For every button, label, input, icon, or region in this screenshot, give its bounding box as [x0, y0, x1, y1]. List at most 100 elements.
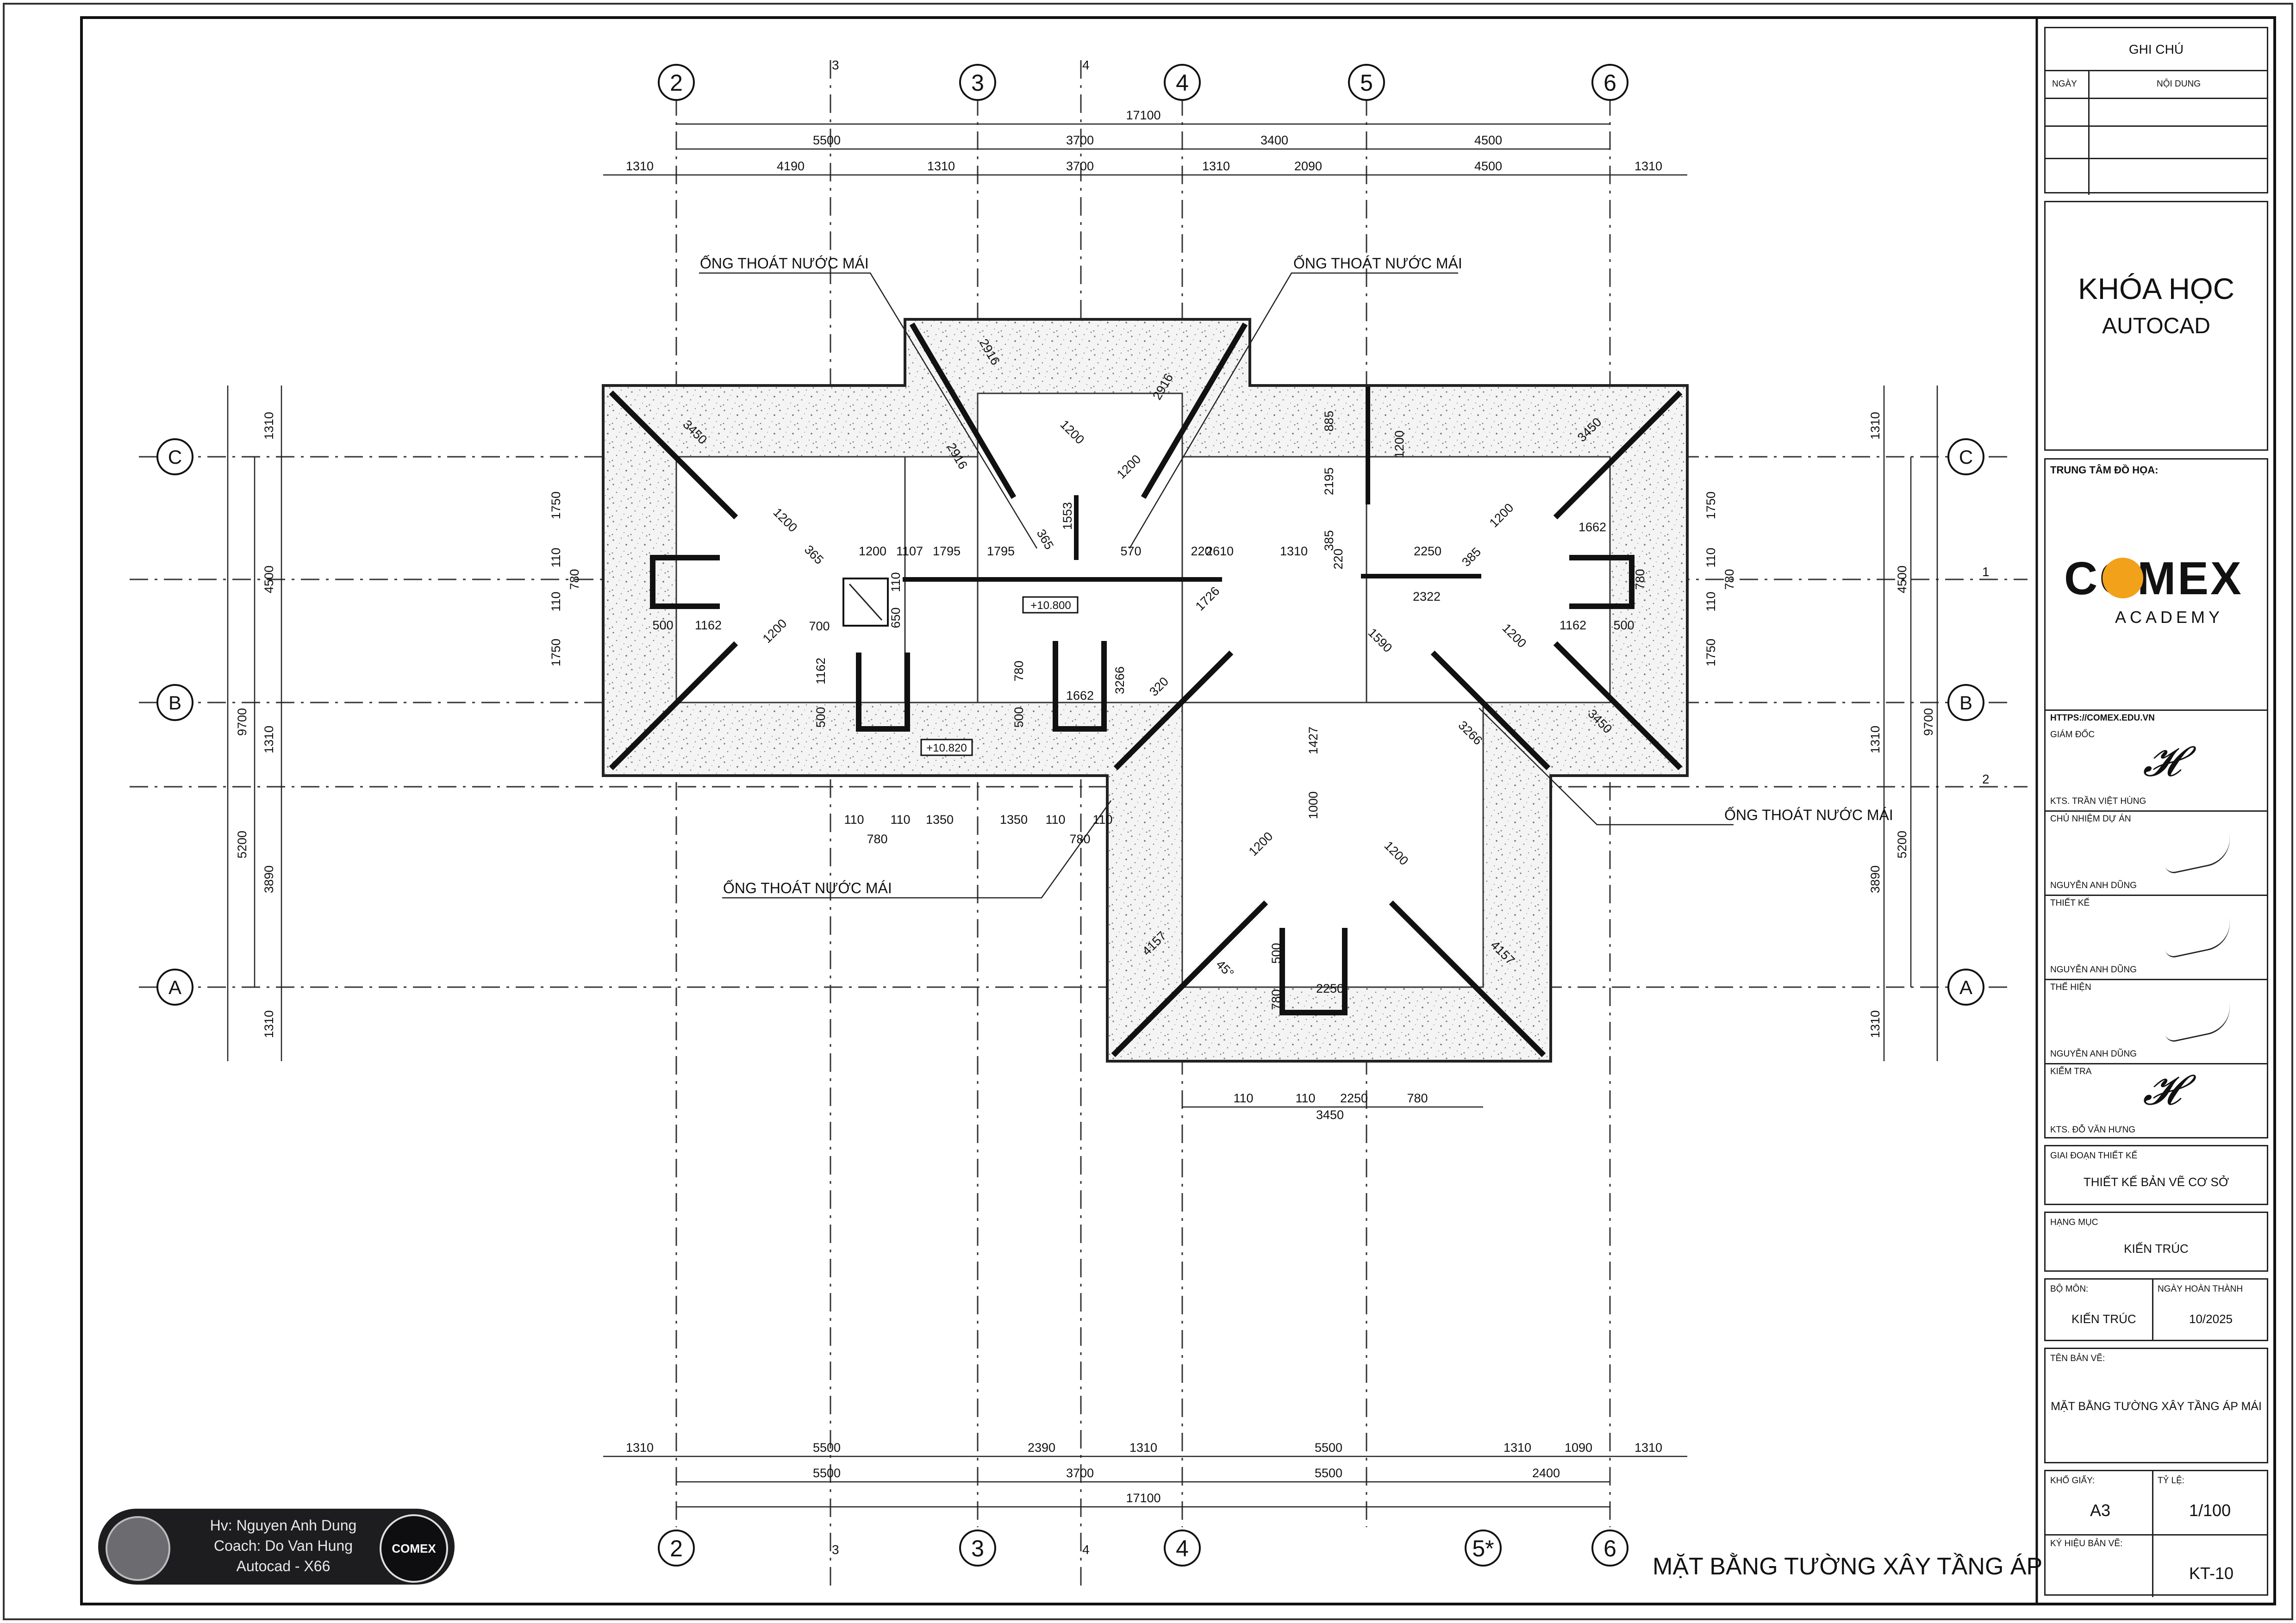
dim-i-1795b: 570	[1120, 544, 1141, 558]
badge-logo: COMEX	[380, 1514, 448, 1583]
dim-top-r1-2: 3400	[1260, 133, 1288, 147]
axis-bottom-2: 2	[670, 1536, 683, 1561]
dim-i-1200: 1200	[859, 544, 886, 558]
note-drain-pipe-1: ỐNG THOÁT NƯỚC MÁI	[700, 255, 869, 272]
dim-i-700: 700	[809, 619, 830, 633]
scale-value: 1/100	[2189, 1501, 2231, 1520]
sheet-outer-border	[3, 3, 2293, 1620]
grid-bubbles-top	[658, 64, 1628, 101]
director-signature: 𝓗	[2143, 737, 2181, 786]
dim-left-1750a: 1750	[549, 491, 563, 519]
dim-i-2322: 2322	[1413, 590, 1441, 603]
dim-b-780: 3450	[1316, 1108, 1344, 1122]
drawing-title: MẶT BẰNG TƯỜNG XÂY TẦNG ÁP MÁI	[1653, 1553, 2091, 1580]
dim-i-220b: 2610	[1206, 544, 1234, 558]
dim-i-1162v3: 500	[1269, 943, 1283, 964]
dim-i-1162: 1162	[695, 618, 722, 632]
dim-i-780b: 780	[867, 832, 887, 846]
dim-b-2250a: 110	[1233, 1091, 1253, 1105]
dim-right-1310b: 1310	[1868, 1010, 1882, 1038]
axis-bottom-4: 4	[1176, 1536, 1189, 1561]
dim-i-1522: 1553	[1061, 502, 1074, 530]
axis-top-2: 2	[670, 70, 683, 96]
dim-left-1310a: 1310	[262, 412, 276, 440]
sheet-info-box: KHỔ GIẤY: A3 TỶ LỆ: 1/100 KÝ HIỆU BẢN VẼ…	[2044, 1470, 2268, 1597]
drafter-signature	[2157, 982, 2235, 1044]
axis-left-b: B	[168, 692, 181, 714]
drawing-name-box: TÊN BẢN VẼ: MẶT BẰNG TƯỜNG XÂY TẦNG ÁP M…	[2044, 1348, 2268, 1463]
section-mark-1: 1	[1982, 565, 1990, 579]
paper-label: KHỔ GIẤY:	[2050, 1476, 2095, 1486]
note-drain-pipe-4: ỐNG THOÁT NƯỚC MÁI	[723, 880, 892, 896]
grid-lines	[130, 60, 2028, 1592]
dim-i-1162v: 1162	[814, 658, 828, 684]
dim-right-110b: 110	[1704, 591, 1718, 611]
code-label: KÝ HIỆU BẢN VẼ:	[2050, 1539, 2123, 1548]
dim-bot-r1-2: 2390	[1028, 1441, 1055, 1455]
dim-i-110b: 110	[890, 813, 910, 827]
dim-bot-r1-1: 5500	[813, 1441, 841, 1455]
dim-right-1750b: 1750	[1704, 639, 1718, 666]
note-drain-pipe-2: ỐNG THOÁT NƯỚC MÁI	[1293, 255, 1462, 272]
avatar	[106, 1516, 170, 1581]
dim-right-5200: 5200	[1895, 831, 1909, 858]
dim-top-total: 17100	[1126, 108, 1160, 122]
dim-top-r2-2: 1310	[927, 159, 955, 173]
dim-i-1200v: 385	[1322, 530, 1336, 551]
dim-top-r2-7: 1310	[1635, 159, 1662, 173]
parapets	[650, 555, 1635, 1015]
dim-right-110a: 110	[1704, 547, 1718, 567]
dim-b-110a: 110	[1295, 1091, 1315, 1105]
dim-i-220: 1107	[896, 544, 923, 558]
dept-value: KIẾN TRÚC	[2071, 1312, 2136, 1326]
dim-i-2610: 1310	[1280, 544, 1308, 558]
dim-left-110a: 110	[549, 547, 563, 567]
dim-top-r1-1: 3700	[1066, 133, 1094, 147]
badge-line3: Autocad - X66	[236, 1558, 331, 1574]
drawing-name-value: MẶT BẰNG TƯỜNG XÂY TẦNG ÁP MÁI	[2051, 1400, 2262, 1413]
axis-bottom-6: 6	[1603, 1536, 1616, 1561]
pm-signature	[2157, 814, 2235, 875]
axis-top-4: 4	[1176, 70, 1189, 96]
notes-header: GHI CHÚ	[2128, 42, 2184, 56]
dim-i-570: 220	[1191, 544, 1211, 558]
notes-box: GHI CHÚ NGÀY NỘI DUNG	[2044, 27, 2268, 195]
dim-bot-total: 17100	[1126, 1491, 1160, 1505]
axis-top-5: 5	[1360, 70, 1373, 96]
axis-left-c: C	[168, 446, 182, 468]
section-mark-3-bottom: 3	[832, 1542, 839, 1557]
dim-i-110d: 110	[1092, 813, 1112, 827]
axis-top-3: 3	[971, 70, 984, 96]
dim-i-2195: 1200	[1392, 430, 1406, 458]
drafter-name: NGUYỄN ANH DŨNG	[2050, 1049, 2137, 1059]
stage-label: GIAI ĐOẠN THIẾT KẾ	[2050, 1151, 2138, 1161]
dim-i-110v: 110	[889, 572, 903, 592]
dim-bot-r1-4: 5500	[1315, 1441, 1342, 1455]
design-label: THIẾT KẾ	[2050, 898, 2090, 908]
dim-right-1750a: 1750	[1704, 491, 1718, 519]
axis-right-a: A	[1959, 976, 1972, 998]
dim-bot-r2-0: 5500	[813, 1466, 841, 1480]
brand-dot-icon	[2103, 558, 2143, 598]
brand-sub: ACADEMY	[2115, 608, 2224, 627]
dim-i-1350b: 1350	[1000, 813, 1028, 827]
dim-left-9700: 9700	[235, 708, 249, 736]
url: HTTPS://COMEX.EDU.VN	[2050, 713, 2155, 723]
course-line1: KHÓA HỌC	[2078, 272, 2234, 305]
dim-left-1310c: 1310	[262, 726, 276, 753]
section-mark-3-top: 3	[832, 58, 839, 72]
note-drain-pipe-3: ỐNG THOÁT NƯỚC MÁI	[1724, 807, 1893, 823]
section-mark-2: 2	[1982, 772, 1990, 786]
drafter-label: THỂ HIỆN	[2050, 983, 2091, 992]
dim-i-1662v: 3266	[1113, 666, 1127, 694]
dim-i-780d: 2250	[1316, 982, 1344, 995]
axis-right-b: B	[1959, 692, 1972, 714]
axis-bottom-3: 3	[971, 1536, 984, 1561]
dim-b-2250b: 780	[1407, 1091, 1428, 1105]
dim-right-3890: 3890	[1868, 865, 1882, 893]
brand-logo: COMEX	[2064, 553, 2243, 604]
dim-i-1107: 1795	[933, 544, 961, 558]
design-signature	[2157, 898, 2235, 959]
axis-bottom-5star: 5*	[1472, 1536, 1494, 1561]
dim-i-1350a: 1350	[926, 813, 954, 827]
